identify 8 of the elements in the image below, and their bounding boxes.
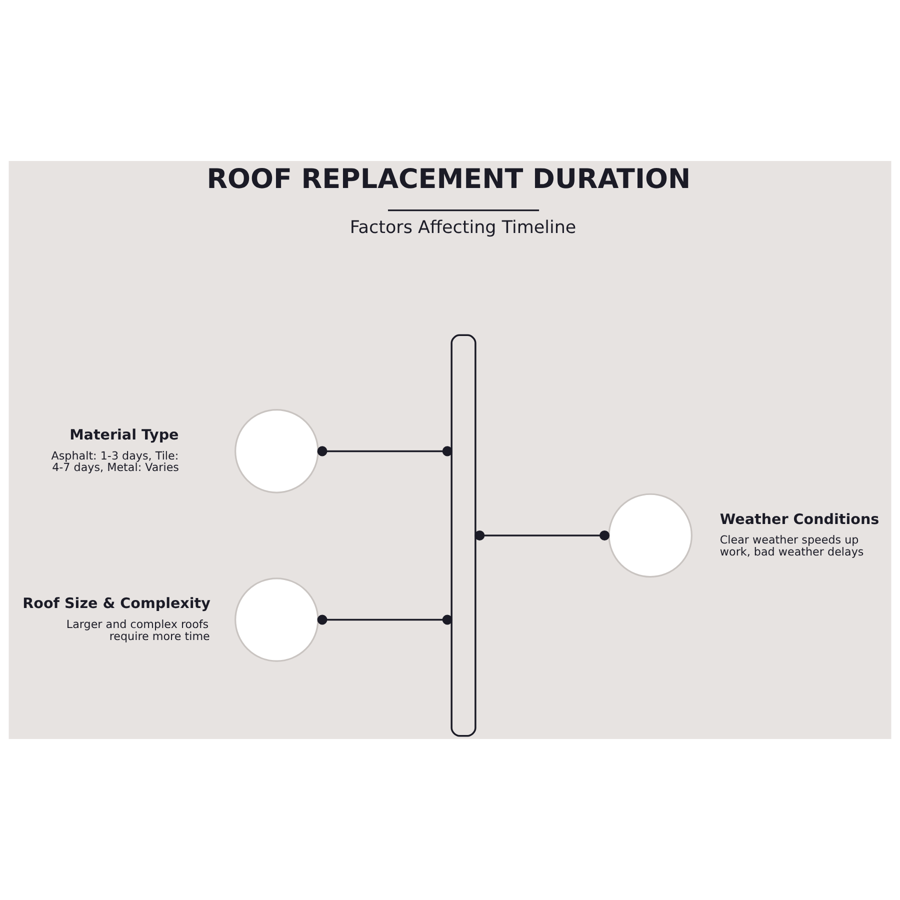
node-label: Asphalt: 1-3 days, Tile: 4-7 days, Metal: Varies [51,449,179,474]
node-label: Material Type [70,428,179,444]
node-label: Weather Conditions [720,512,880,528]
node-label: Clear weather speeds up work, bad weather delays [720,534,864,559]
diagram-title: ROOF REPLACEMENT DURATION [206,164,691,196]
label: Factors Affecting Timeline [350,218,576,238]
node-label: Larger and complex roofs require more time [66,618,210,643]
node-label: Roof Size & Complexity [22,596,210,612]
